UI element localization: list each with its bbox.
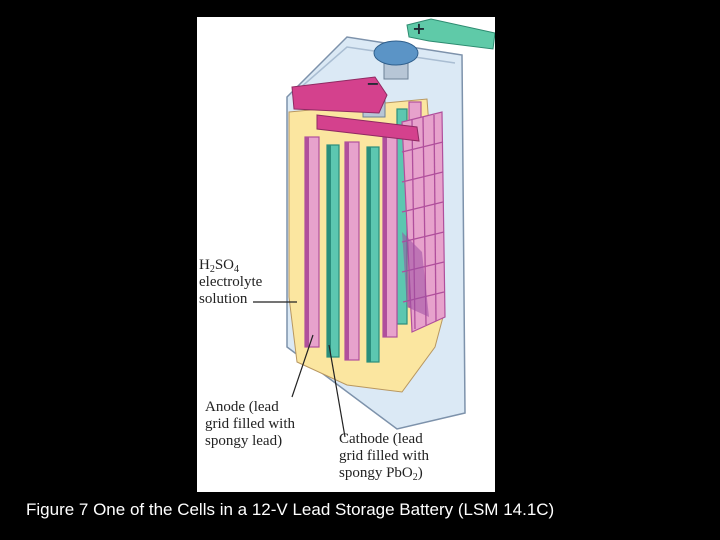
cathode-plate-edge <box>327 145 331 357</box>
grid-line <box>401 171 444 183</box>
positive-terminal-cap <box>373 40 419 66</box>
anode-label: Anode (lead grid filled with spongy lead… <box>205 399 295 450</box>
cathode-plate-edge <box>367 147 371 362</box>
anode-label-line3: spongy lead) <box>205 433 283 449</box>
grid-line <box>401 201 444 213</box>
cathode-label-line1: Cathode (lead <box>339 431 423 447</box>
figure-panel: + − H2SO4 electrolyte solution Anode (le… <box>197 17 495 492</box>
anode-label-line2: grid filled with <box>205 416 295 432</box>
anode-label-line1: Anode (lead <box>205 399 279 415</box>
anode-plate-edge <box>383 137 387 337</box>
grid-line <box>433 114 437 322</box>
casing-top-edge <box>291 46 456 96</box>
electrolyte-label: H2SO4 electrolyte solution <box>199 257 262 308</box>
cathode-label: Cathode (lead grid filled with spongy Pb… <box>339 431 429 483</box>
electrolyte-label-line3: solution <box>199 291 248 307</box>
positive-terminal <box>406 18 495 50</box>
electrolyte-formula: H2SO4 <box>199 257 240 275</box>
cathode-label-line3: spongy PbO2) <box>339 465 423 483</box>
cathode-leader-line <box>328 344 346 438</box>
negative-terminal <box>291 76 388 114</box>
anode-leader-line <box>291 334 314 398</box>
electrolyte-label-line2: electrolyte <box>199 274 263 290</box>
anode-plate-edge <box>305 137 309 347</box>
anode-plate-edge <box>345 142 349 360</box>
positive-terminal-symbol: + <box>412 19 425 38</box>
negative-terminal-strap <box>316 114 420 142</box>
battery-cell-diagram: + − <box>253 18 495 438</box>
figure-caption: Figure 7 One of the Cells in a 12-V Lead… <box>26 500 555 519</box>
cathode-label-line2: grid filled with <box>339 448 429 464</box>
negative-terminal-symbol: − <box>366 74 379 93</box>
separator-crack <box>402 232 429 317</box>
grid-line <box>401 141 444 153</box>
